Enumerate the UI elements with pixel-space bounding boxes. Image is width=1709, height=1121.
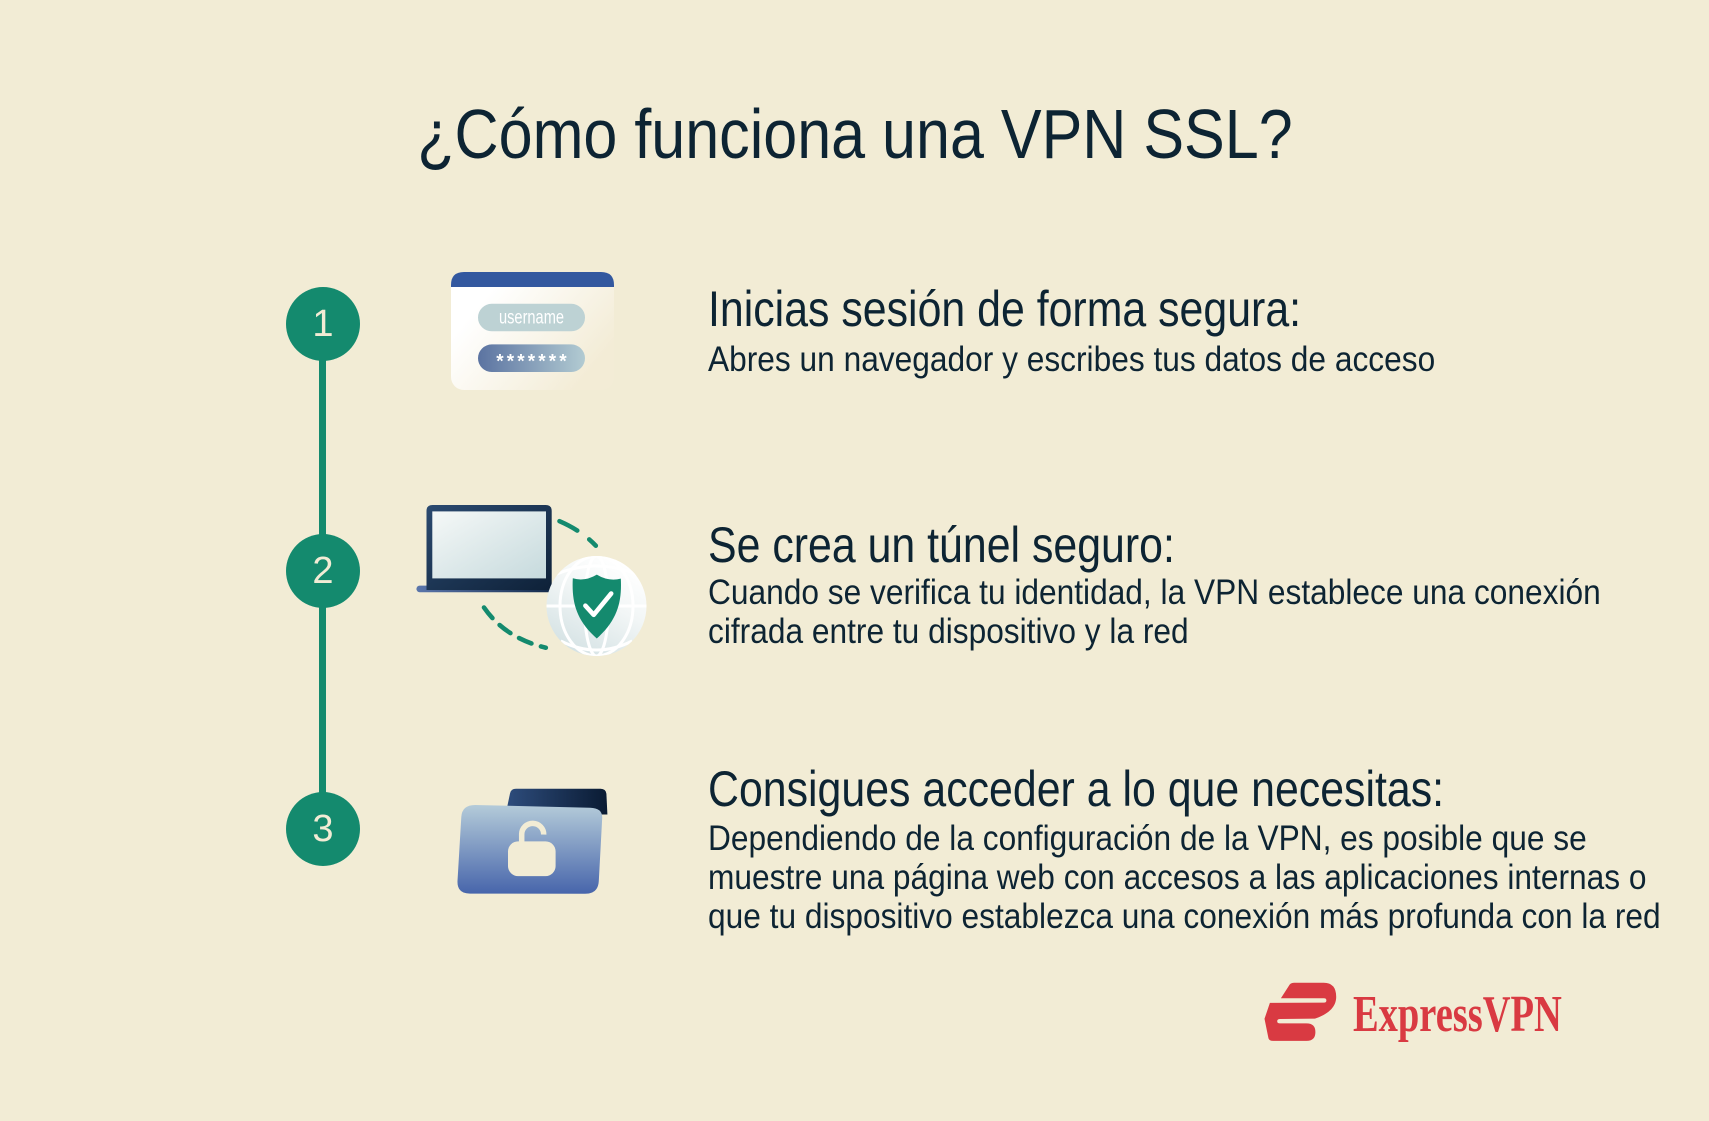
svg-text:*******: *******	[496, 352, 569, 373]
svg-text:username: username	[499, 308, 564, 329]
